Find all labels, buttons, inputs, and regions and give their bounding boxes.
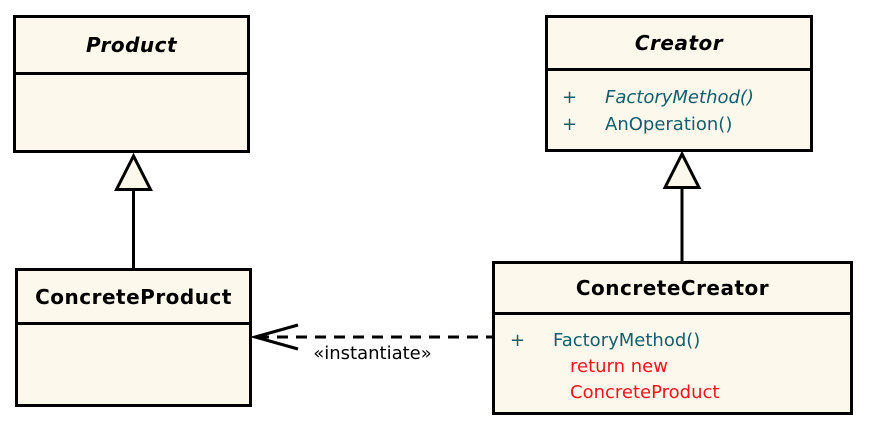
class-box-concrete-product: ConcreteProduct bbox=[15, 268, 252, 407]
visibility-plus: + bbox=[562, 87, 578, 108]
class-title-creator: Creator bbox=[548, 18, 810, 71]
class-body-creator: + FactoryMethod() + AnOperation() bbox=[548, 71, 810, 138]
member-factory-method: + FactoryMethod() bbox=[562, 84, 810, 111]
class-box-product: Product bbox=[13, 15, 250, 153]
class-title-concrete-creator: ConcreteCreator bbox=[495, 264, 850, 315]
class-box-concrete-creator: ConcreteCreator + FactoryMethod() return … bbox=[492, 261, 853, 415]
class-body-concrete-creator: + FactoryMethod() return new ConcreteProd… bbox=[495, 315, 850, 406]
method-name: FactoryMethod() bbox=[553, 330, 701, 351]
class-title-product: Product bbox=[16, 18, 247, 75]
generalization-creator-arrowhead bbox=[662, 150, 702, 189]
code-note-line: return new bbox=[570, 356, 668, 377]
generalization-product-arrowhead bbox=[114, 152, 153, 191]
class-box-creator: Creator + FactoryMethod() + AnOperation() bbox=[545, 15, 813, 152]
class-title-concrete-product: ConcreteProduct bbox=[18, 271, 249, 325]
visibility-plus: + bbox=[562, 114, 578, 135]
method-name: FactoryMethod() bbox=[605, 87, 754, 108]
member-factory-method: + FactoryMethod() bbox=[510, 327, 850, 354]
instantiate-label: «instantiate» bbox=[313, 343, 432, 364]
code-note-line: ConcreteProduct bbox=[570, 382, 720, 403]
method-name: AnOperation() bbox=[605, 114, 733, 135]
visibility-plus: + bbox=[510, 330, 526, 351]
member-an-operation: + AnOperation() bbox=[562, 111, 810, 138]
